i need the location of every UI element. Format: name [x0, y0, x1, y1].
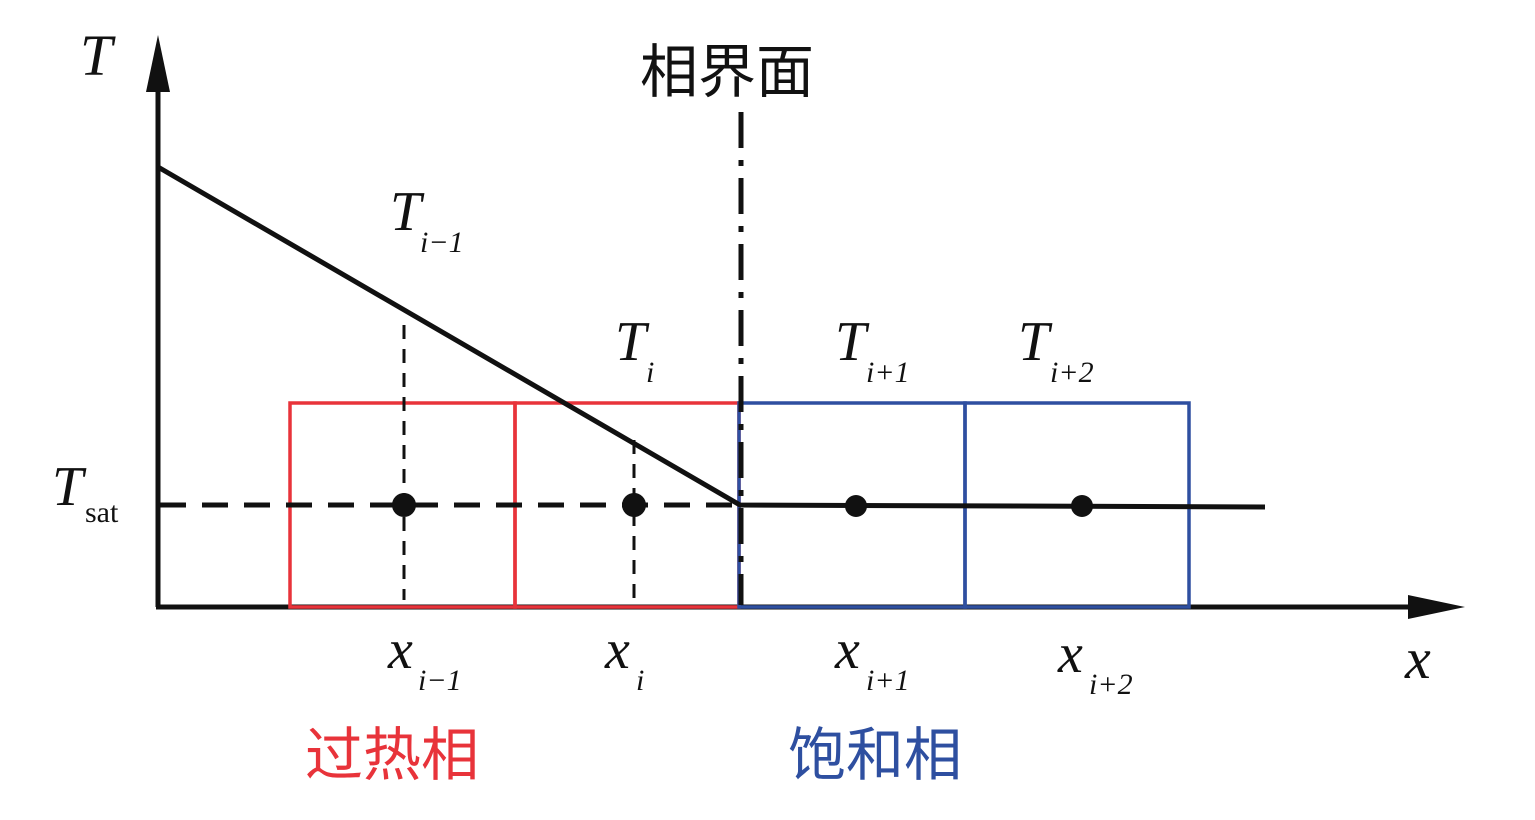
temperature-label-main: T: [615, 311, 650, 373]
y-axis-label: T: [80, 23, 116, 88]
temperature-label-sub: i: [646, 356, 654, 389]
position-label-main: x: [387, 619, 413, 681]
position-label-i-plus-2: x i+2: [1057, 623, 1133, 701]
temperature-label-i-plus-1: T i+1: [835, 311, 910, 389]
temperature-label-i-plus-2: T i+2: [1018, 311, 1094, 389]
superheated-phase-label: 过热相: [305, 721, 479, 789]
temperature-label-i: T i: [615, 311, 654, 389]
temperature-label-main: T: [835, 311, 870, 373]
x-axis-label: x: [1404, 626, 1431, 691]
node-x-i: [622, 493, 646, 517]
interface-label: 相界面: [640, 38, 814, 106]
node-x-i-plus-1: [845, 495, 867, 517]
temperature-label-main: T: [1018, 311, 1053, 373]
position-label-i-minus-1: x i−1: [387, 619, 462, 697]
position-label-i: x i: [604, 619, 644, 697]
node-points: [392, 493, 1093, 517]
y-axis-arrow-icon: [146, 35, 170, 92]
temperature-profile: [156, 164, 1266, 510]
node-x-i-plus-2: [1071, 495, 1093, 517]
position-label-sub: i: [636, 664, 644, 697]
axes: [146, 35, 1465, 619]
t-sat-main: T: [52, 456, 87, 518]
t-sat-label: T sat: [52, 456, 119, 529]
position-label-main: x: [1057, 623, 1083, 685]
position-label-sub: i+1: [866, 664, 910, 697]
temperature-label-sub: i−1: [420, 226, 464, 259]
position-label-main: x: [604, 619, 630, 681]
position-label-sub: i+2: [1089, 668, 1133, 701]
t-sat-sub: sat: [85, 496, 119, 529]
position-label-i-plus-1: x i+1: [834, 619, 910, 697]
temperature-label-main: T: [390, 181, 425, 243]
temperature-label-sub: i+1: [866, 356, 910, 389]
temperature-label-i-minus-1: T i−1: [390, 181, 464, 259]
x-axis-arrow-icon: [1408, 595, 1465, 619]
position-label-main: x: [834, 619, 860, 681]
position-label-sub: i−1: [418, 664, 462, 697]
temperature-label-sub: i+2: [1050, 356, 1094, 389]
node-x-i-minus-1: [392, 493, 416, 517]
saturated-phase-label: 饱和相: [788, 721, 962, 789]
